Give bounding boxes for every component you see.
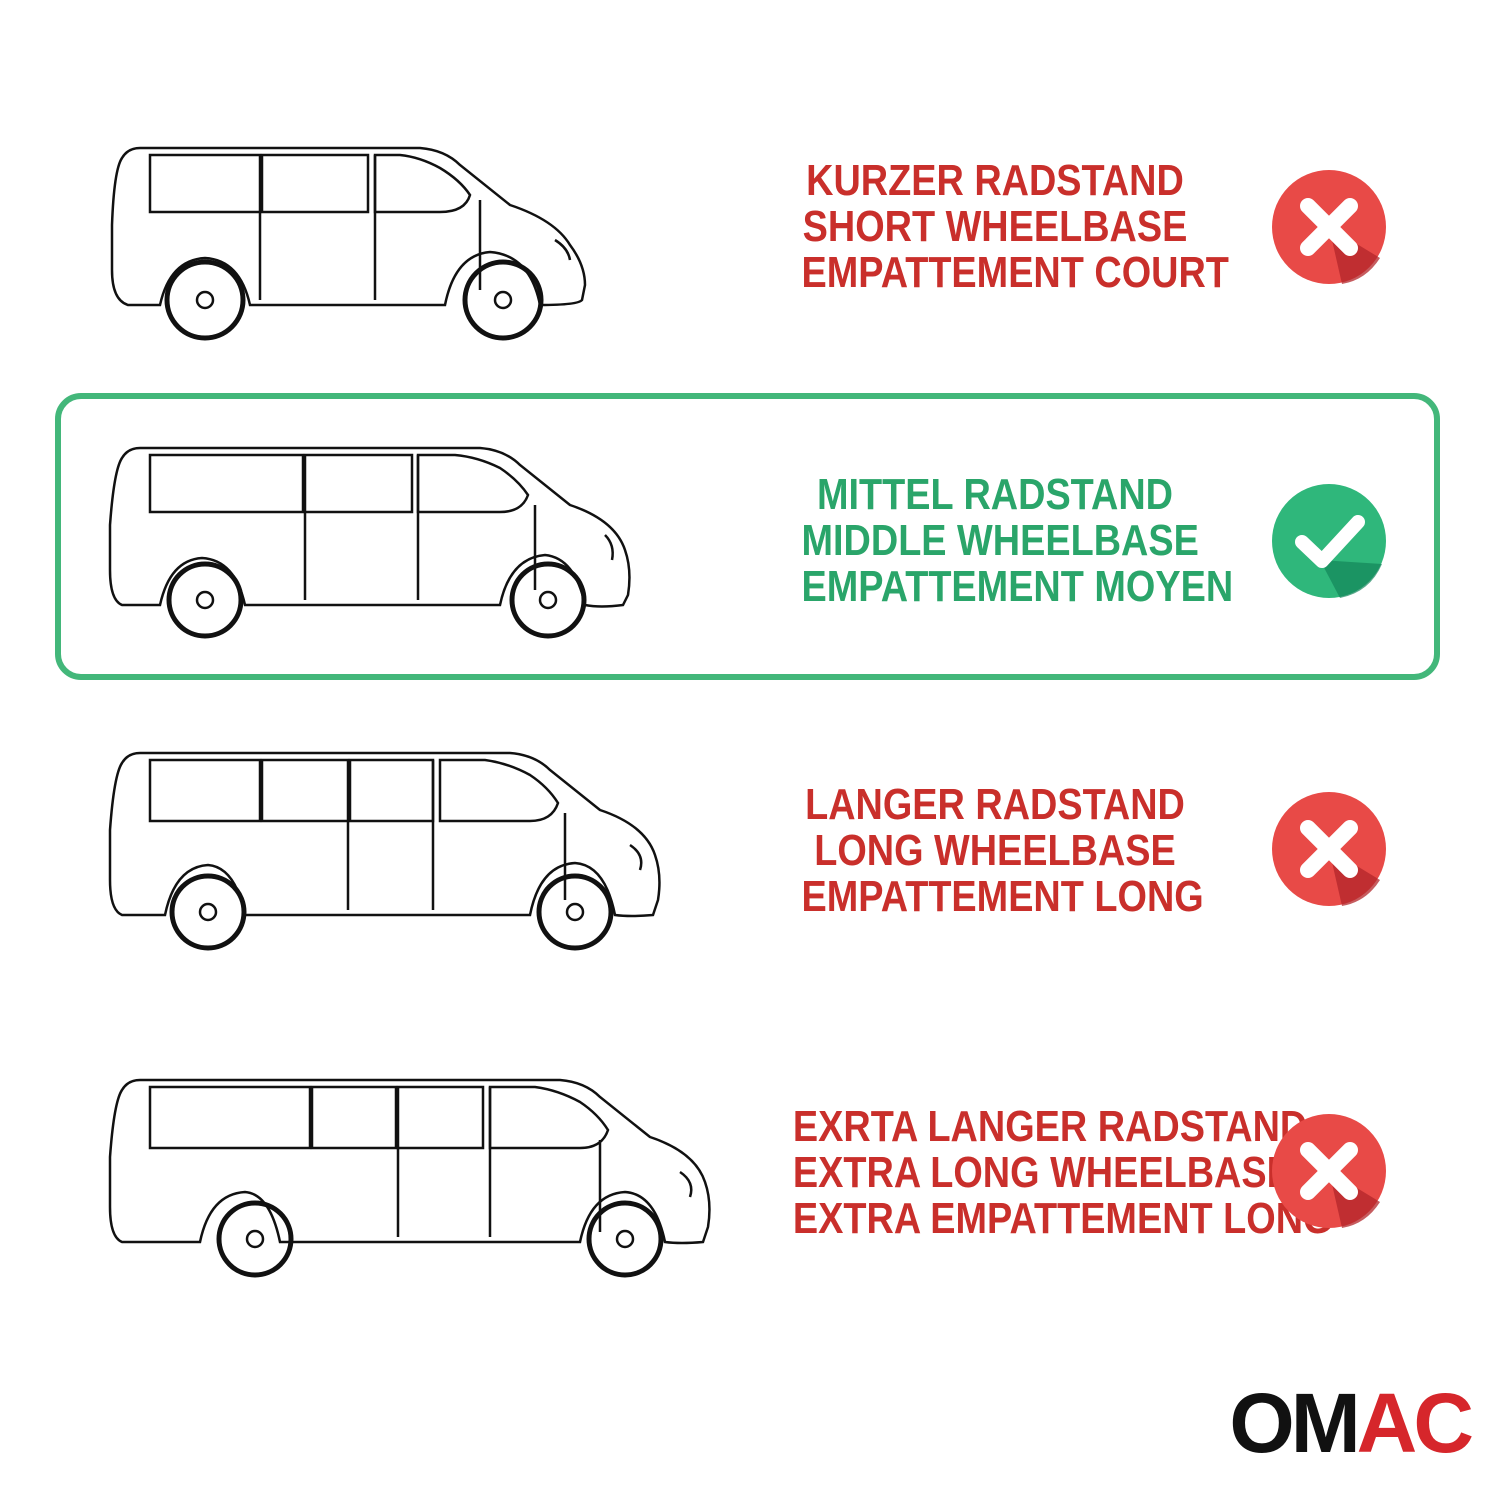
short-van-illustration xyxy=(110,146,587,341)
extra-long-van-illustration xyxy=(108,1078,711,1278)
selected-row-frame xyxy=(55,393,1440,680)
x-icon xyxy=(1272,792,1386,906)
x-icon xyxy=(1272,1114,1386,1228)
middle-van-illustration xyxy=(108,446,631,639)
logo-text-red: AC xyxy=(1356,1376,1474,1470)
logo-text-black: OM xyxy=(1229,1376,1360,1470)
long-van-illustration xyxy=(108,751,661,951)
check-icon xyxy=(1272,484,1386,598)
x-icon xyxy=(1272,170,1386,284)
